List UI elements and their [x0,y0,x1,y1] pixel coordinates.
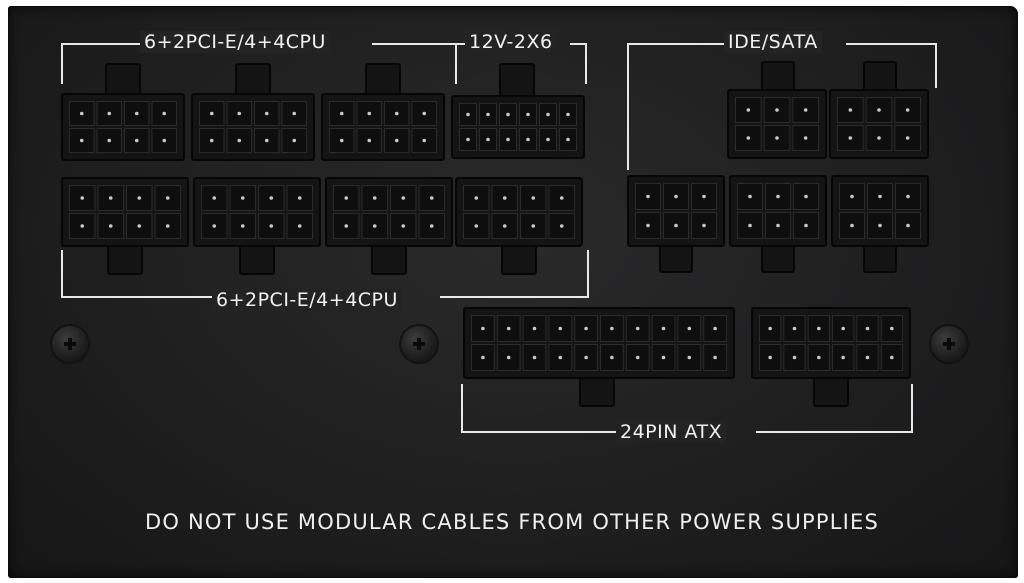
bracket-12v-left [455,43,468,84]
screw-icon [401,326,437,362]
pcie-cpu-connector-bottom [455,177,583,275]
bracket-12v-right [570,43,587,84]
label-12v-2x6: 12V-2X6 [465,31,557,53]
label-pcie-cpu-bottom: 6+2PCI-E/4+4CPU [212,289,402,311]
atx-connector-side [751,307,911,407]
bracket-atx-left [461,384,620,433]
bracket-sata-left [627,43,728,170]
label-ide-sata: IDE/SATA [724,31,822,53]
ide-sata-connector-bottom [831,175,929,273]
pcie-cpu-connector-bottom [193,177,321,275]
label-24pin-atx: 24PIN ATX [616,421,727,443]
bracket-sata-right [846,43,937,88]
pcie-cpu-connector-top [321,63,445,161]
bracket-pcie-top-left [61,43,144,84]
atx-connector-main [463,307,735,407]
warning-text: DO NOT USE MODULAR CABLES FROM OTHER POW… [144,510,880,534]
screw-icon [931,326,967,362]
ide-sata-connector-top [727,61,827,159]
connector-12v-2x6 [451,63,585,159]
ide-sata-connector-bottom [729,175,827,273]
ide-sata-connector-bottom [627,175,725,273]
bracket-atx-right [756,384,913,433]
label-pcie-cpu-top: 6+2PCI-E/4+4CPU [140,31,330,53]
screw-icon [52,326,88,362]
pcie-cpu-connector-top [61,63,185,161]
bracket-pcie-bottom-right [440,250,589,298]
pcie-cpu-connector-top [191,63,315,161]
ide-sata-connector-top [829,61,929,159]
pcie-cpu-connector-bottom [325,177,453,275]
bracket-pcie-bottom-left [61,250,216,298]
pcie-cpu-connector-bottom [61,177,189,275]
